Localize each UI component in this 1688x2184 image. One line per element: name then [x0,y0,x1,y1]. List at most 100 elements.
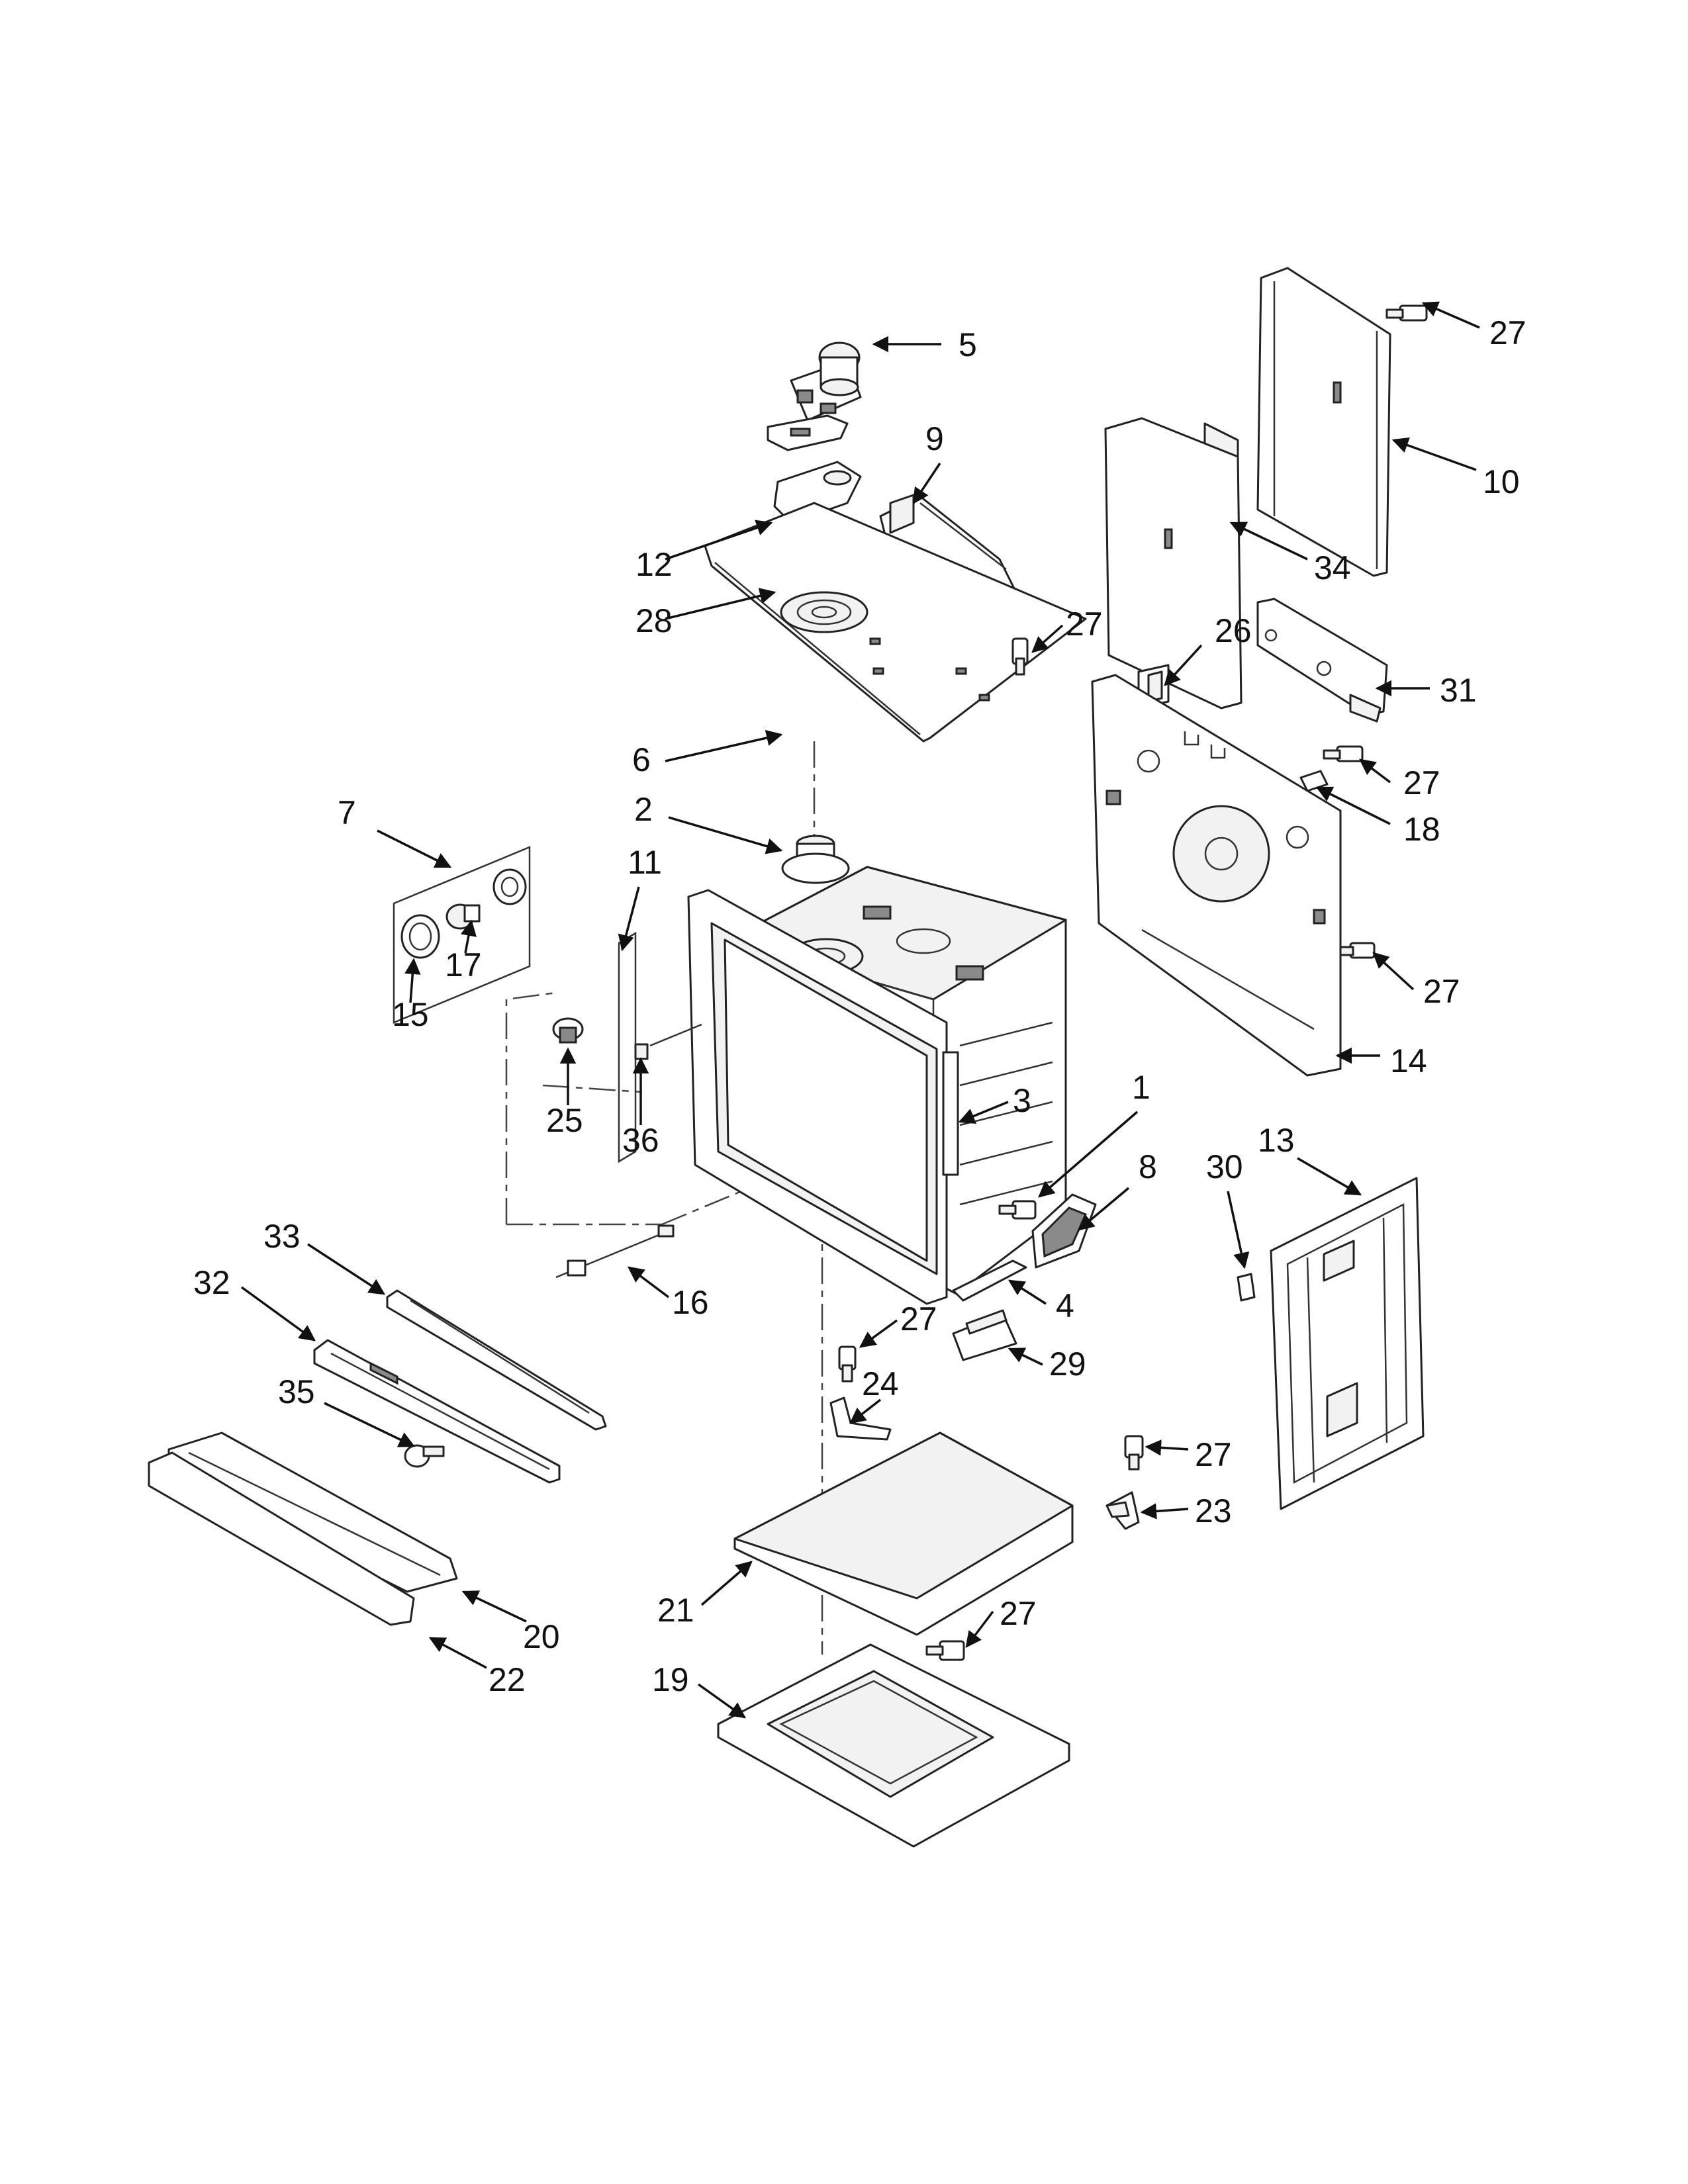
callout-label-17: 17 [445,946,482,983]
part-5-motor-assembly [790,341,862,422]
callout-label-10: 10 [1483,463,1520,500]
callout-label-24: 24 [862,1365,899,1402]
callout-label-11: 11 [628,844,662,881]
callout-label-32: 32 [193,1264,230,1301]
callout-label-6: 6 [632,741,651,778]
leader-arrow-4 [1008,1279,1047,1305]
leader-arrow-10 [1391,437,1477,471]
part-21-bottom-panel [733,1432,1074,1636]
part-19-oven-bottom [717,1643,1070,1848]
leader-arrow-1 [1038,1111,1139,1198]
callout-label-34: 34 [1314,549,1351,586]
leader-arrow-9 [912,463,941,505]
callout-label-4: 4 [1056,1287,1074,1324]
leader-arrow-12 [665,520,773,561]
callout-label-20: 20 [523,1618,560,1655]
callout-label-12: 12 [635,546,673,583]
leader-arrow-29 [1008,1347,1043,1366]
part-35-screw [404,1444,445,1468]
part-2-fan-shroud [781,835,850,884]
part-29-bracket [952,1309,1017,1361]
screw-27-right [1124,1435,1144,1471]
callout-label-27a: 27 [1489,314,1526,351]
front-frame [687,889,948,1305]
screw-27-bracket [838,1345,857,1383]
callout-label-26: 26 [1215,612,1252,649]
part-4-bracket [952,1259,1027,1302]
part-32-rail [313,1339,561,1484]
leader-arrow-34 [1229,522,1308,561]
part-33-rail [386,1289,607,1431]
leader-arrow-6 [665,729,783,762]
callout-label-27c: 27 [1403,764,1440,801]
part-30-clip [1237,1273,1256,1302]
callout-label-28: 28 [635,602,673,639]
leader-arrow-21 [700,1561,753,1606]
leader-arrow-11 [618,886,640,952]
screw-27-bottom [925,1640,965,1661]
leader-arrow-27g [965,1610,994,1648]
part-1-screw [998,1200,1037,1220]
leader-arrow-27e [859,1319,898,1348]
part-6-top-panel [704,502,1087,743]
leader-arrow-16 [628,1266,670,1298]
leader-arrow-26 [1164,644,1203,686]
part-16-sensor [555,1224,675,1279]
screw-27-rear-upper [1323,745,1364,762]
callout-label-35: 35 [278,1373,315,1410]
leader-arrow-18 [1315,786,1391,825]
screw-27-top [1385,304,1428,322]
leader-arrow-17 [460,919,477,954]
leader-arrow-22 [428,1637,487,1669]
leader-arrow-28 [665,588,776,620]
leader-arrow-27f [1145,1439,1189,1456]
part-28-shield [773,461,862,524]
callout-label-5: 5 [959,326,977,363]
callout-label-33: 33 [263,1218,301,1255]
leader-arrow-3 [958,1101,1009,1124]
callout-label-19: 19 [652,1661,689,1698]
part-10-panel [1256,267,1391,577]
leader-arrow-15 [404,958,421,1003]
callout-label-25: 25 [546,1102,583,1139]
leader-arrow-8 [1078,1187,1130,1231]
leader-arrow-32 [240,1286,316,1342]
leader-arrow-7 [377,829,452,868]
callout-label-27e: 27 [900,1300,937,1338]
callout-labels: 1234567891011121314151617181920212223242… [193,314,1526,1698]
callout-label-7: 7 [338,794,356,831]
callout-label-15: 15 [392,996,429,1033]
callout-label-1: 1 [1132,1069,1150,1106]
part-13-side-panel [1270,1177,1425,1510]
callout-label-27b: 27 [1066,606,1103,643]
leader-arrow-33 [307,1243,386,1295]
callout-label-14: 14 [1390,1042,1427,1079]
leader-arrow-30 [1227,1191,1250,1269]
part-34-panel [1104,417,1243,709]
part-24-bracket [829,1396,892,1441]
part-25-bumper [552,1017,584,1044]
part-23-bracket [1105,1491,1140,1530]
leader-arrow-27d [1372,952,1415,991]
callout-label-36: 36 [622,1122,659,1159]
leader-arrow-27b [1031,624,1064,653]
callout-label-8: 8 [1139,1148,1157,1185]
callout-label-16: 16 [672,1284,709,1321]
callout-label-13: 13 [1258,1122,1295,1159]
callout-label-27d: 27 [1423,973,1460,1010]
callout-label-22: 22 [489,1661,526,1698]
screw-27-duct [1011,637,1029,676]
leader-arrow-23 [1140,1503,1189,1520]
callout-label-18: 18 [1403,811,1440,848]
part-12-shield [767,414,849,451]
callout-label-27f: 27 [1195,1436,1232,1473]
callout-label-23: 23 [1195,1492,1232,1529]
part-22-trim [148,1451,415,1626]
callout-label-29: 29 [1049,1345,1086,1383]
callout-label-9: 9 [925,420,944,457]
callout-label-2: 2 [634,791,653,828]
leader-arrow-19 [697,1683,746,1719]
callout-label-21: 21 [657,1592,694,1629]
